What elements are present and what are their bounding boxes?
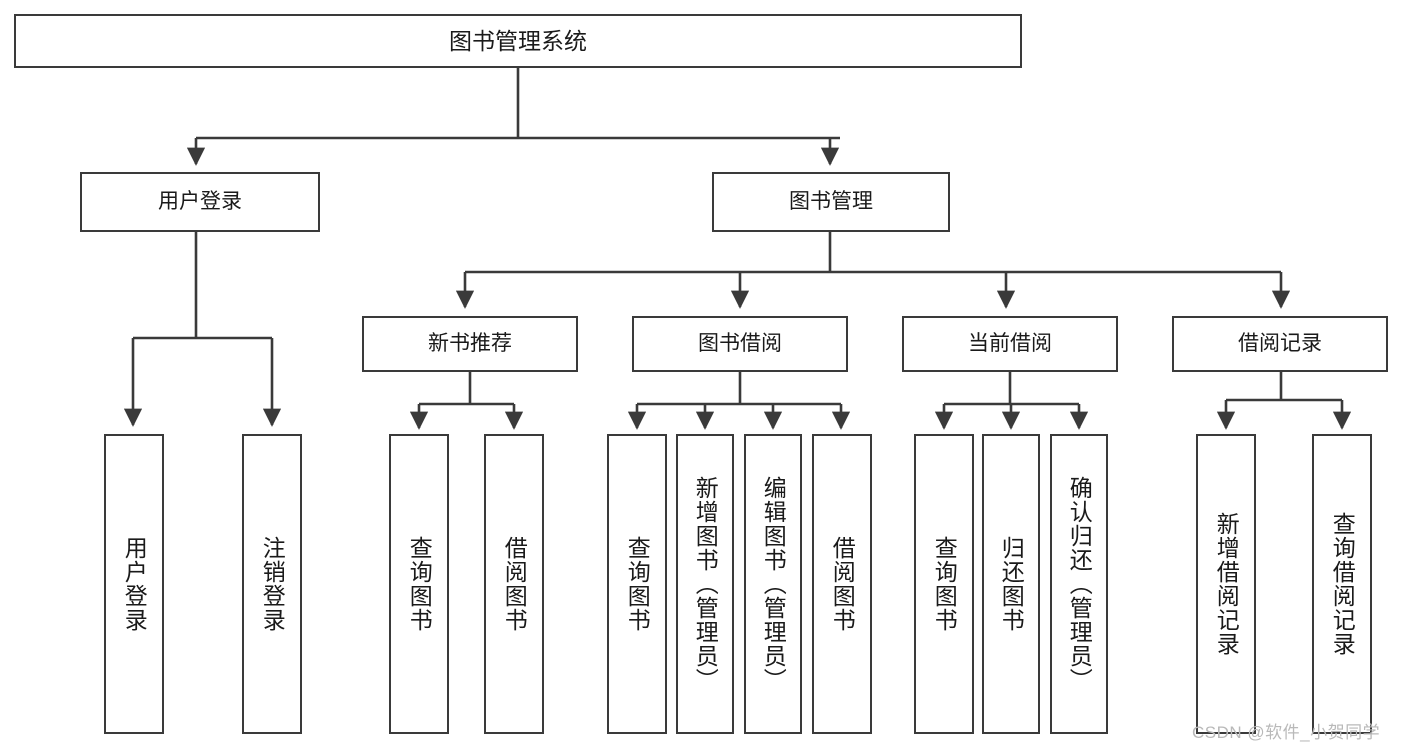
leaf-label: 归还图书: [998, 536, 1025, 632]
leaf-label: 查询图书: [406, 536, 433, 632]
leaf-label: 用户登录: [121, 536, 148, 632]
node-user-login[interactable]: 用户登录: [80, 172, 320, 232]
node-current-borrow[interactable]: 当前借阅: [902, 316, 1118, 372]
leaf-new-book-borrow[interactable]: 借阅图书: [484, 434, 544, 734]
leaf-user-login-login[interactable]: 用户登录: [104, 434, 164, 734]
leaf-label: 借阅图书: [501, 536, 528, 632]
leaf-book-borrow-borrow[interactable]: 借阅图书: [812, 434, 872, 734]
leaf-label: 新增借阅记录: [1213, 512, 1240, 656]
node-root-label: 图书管理系统: [449, 27, 587, 54]
leaf-user-login-logout[interactable]: 注销登录: [242, 434, 302, 734]
leaf-label: 编辑图书（管理员）: [760, 476, 787, 692]
leaf-label: 查询图书: [624, 536, 651, 632]
csdn-watermark: CSDN @软件_小贺同学: [1192, 723, 1381, 742]
leaf-book-borrow-add[interactable]: 新增图书（管理员）: [676, 434, 734, 734]
node-book-borrow[interactable]: 图书借阅: [632, 316, 848, 372]
leaf-label: 借阅图书: [829, 536, 856, 632]
leaf-label: 确认归还（管理员）: [1066, 476, 1093, 692]
node-new-book-recommend-label: 新书推荐: [428, 331, 512, 355]
leaf-label: 查询图书: [931, 536, 958, 632]
node-book-manage[interactable]: 图书管理: [712, 172, 950, 232]
leaf-borrow-record-query[interactable]: 查询借阅记录: [1312, 434, 1372, 734]
leaf-current-borrow-confirm-return[interactable]: 确认归还（管理员）: [1050, 434, 1108, 734]
node-borrow-record[interactable]: 借阅记录: [1172, 316, 1388, 372]
leaf-borrow-record-add[interactable]: 新增借阅记录: [1196, 434, 1256, 734]
leaf-new-book-query[interactable]: 查询图书: [389, 434, 449, 734]
node-book-manage-label: 图书管理: [789, 189, 873, 213]
node-new-book-recommend[interactable]: 新书推荐: [362, 316, 578, 372]
node-root[interactable]: 图书管理系统: [14, 14, 1022, 68]
leaf-book-borrow-query[interactable]: 查询图书: [607, 434, 667, 734]
leaf-current-borrow-return[interactable]: 归还图书: [982, 434, 1040, 734]
leaf-current-borrow-query[interactable]: 查询图书: [914, 434, 974, 734]
leaf-label: 注销登录: [259, 536, 286, 632]
node-user-login-label: 用户登录: [158, 189, 242, 213]
node-book-borrow-label: 图书借阅: [698, 331, 782, 355]
leaf-label: 新增图书（管理员）: [692, 476, 719, 692]
leaf-book-borrow-edit[interactable]: 编辑图书（管理员）: [744, 434, 802, 734]
node-borrow-record-label: 借阅记录: [1238, 331, 1322, 355]
node-current-borrow-label: 当前借阅: [968, 331, 1052, 355]
leaf-label: 查询借阅记录: [1329, 512, 1356, 656]
